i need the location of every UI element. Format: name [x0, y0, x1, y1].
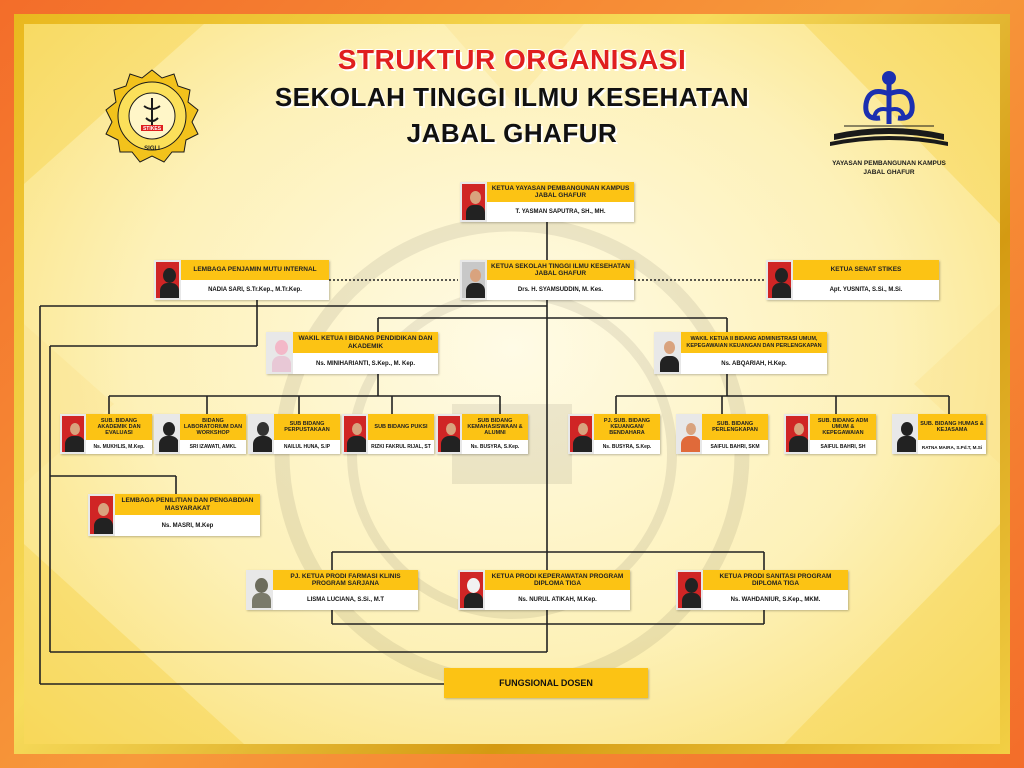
photo-sb2: [154, 414, 180, 454]
name-sb5: Ns. BUSYRA, S.Kep.: [462, 440, 528, 454]
role-sb7: SUB. BIDANG PERLENGKAPAN: [702, 414, 768, 440]
name-lppm: Ns. MASRI, M.Kep: [115, 515, 260, 536]
role-sb1: SUB. BIDANG AKADEMIK DAN EVALUASI: [86, 414, 152, 440]
card-bidang-laboratorium: BIDANG LABORATORIUM DAN WORKSHOP SRI IZA…: [154, 414, 246, 454]
name-sb6: Ns. BUSYRA, S.Kep.: [594, 440, 660, 454]
role-senat: KETUA SENAT STIKES: [793, 260, 939, 280]
photo-wk2: [654, 332, 681, 374]
photo-sb4: [342, 414, 368, 454]
name-sb1: Ns. MUKHLIS, M.Kep.: [86, 440, 152, 454]
title-line-3: JABAL GHAFUR: [406, 118, 618, 148]
photo-sb6: [568, 414, 594, 454]
name-wk1: Ns. MINIHARIANTI, S.Kep., M. Kep.: [293, 353, 438, 374]
photo-p2: [458, 570, 485, 610]
role-sb9: SUB. BIDANG HUMAS & KEJASAMA: [918, 414, 986, 440]
role-ketua: KETUA SEKOLAH TINGGI ILMU KESEHATAN JABA…: [487, 260, 634, 280]
logo-right-line1: YAYASAN PEMBANGUNAN KAMPUS: [832, 160, 946, 167]
title-line-2: SEKOLAH TINGGI ILMU KESEHATAN: [274, 82, 750, 112]
connector-lines: [39, 222, 950, 685]
photo-wk1: [266, 332, 293, 374]
yayasan-logo: YAYASAN PEMBANGUNAN KAMPUS JABAL GHAFUR: [824, 64, 954, 184]
logo-right-line2: JABAL GHAFUR: [863, 169, 915, 176]
card-sub-bidang-puksi: SUB BIDANG PUKSI RIZKI FAKRUL RIJAL, ST: [342, 414, 434, 454]
photo-sb1: [60, 414, 86, 454]
card-sub-bidang-akademik: SUB. BIDANG AKADEMIK DAN EVALUASI Ns. MU…: [60, 414, 152, 454]
photo-sb3: [248, 414, 274, 454]
photo-lpmi: [154, 260, 181, 300]
photo-sb5: [436, 414, 462, 454]
name-yayasan: T. YASMAN SAPUTRA, SH., MH.: [487, 202, 634, 222]
role-sb4: SUB BIDANG PUKSI: [368, 414, 434, 440]
photo-sb7: [676, 414, 702, 454]
name-lpmi: NADIA SARI, S.Tr.Kep., M.Tr.Kep.: [181, 280, 329, 300]
background-triangles: [24, 24, 1000, 744]
card-ketua-stikes: KETUA SEKOLAH TINGGI ILMU KESEHATAN JABA…: [460, 260, 634, 300]
role-sb8: SUB. BIDANG ADM UMUM & KEPEGAWAIAN: [810, 414, 876, 440]
name-sb2: SRI IZAWATI, AMKL: [180, 440, 246, 454]
logo-left-center: STIKES: [142, 126, 162, 132]
photo-ketua: [460, 260, 487, 300]
card-sub-bidang-adm-umum: SUB. BIDANG ADM UMUM & KEPEGAWAIAN SAIFU…: [784, 414, 876, 454]
card-wakil-ketua-1: WAKIL KETUA I BIDANG PENDIDIKAN DAN AKAD…: [266, 332, 438, 374]
card-prodi-keperawatan: KETUA PRODI KEPERAWATAN PROGRAM DIPLOMA …: [458, 570, 630, 610]
role-sb3: SUB BIDANG PERPUSTAKAAN: [274, 414, 340, 440]
card-lppm: LEMBAGA PENILITIAN DAN PENGABDIAN MASYAR…: [88, 494, 260, 536]
card-wakil-ketua-2: WAKIL KETUA II BIDANG ADMINISTRASI UMUM,…: [654, 332, 827, 374]
card-prodi-farmasi: PJ. KETUA PRODI FARMASI KLINIS PROGRAM S…: [246, 570, 418, 610]
fungsional-dosen-box: FUNGSIONAL DOSEN: [444, 668, 648, 698]
name-ketua: Drs. H. SYAMSUDDIN, M. Kes.: [487, 280, 634, 300]
card-senat: KETUA SENAT STIKES Apt. YUSNITA, S.Si., …: [766, 260, 939, 300]
card-sub-bidang-perpustakaan: SUB BIDANG PERPUSTAKAAN NAILUL HUNA, S.I…: [248, 414, 340, 454]
name-sb7: SAIFUL BAHRI, SKM: [702, 440, 768, 454]
card-lpmi: LEMBAGA PENJAMIN MUTU INTERNAL NADIA SAR…: [154, 260, 329, 300]
card-sub-bidang-humas: SUB. BIDANG HUMAS & KEJASAMA RATNA MAIRA…: [892, 414, 986, 454]
stikes-logo: STIKES SIGLI: [104, 68, 200, 164]
photo-senat: [766, 260, 793, 300]
card-prodi-sanitasi: KETUA PRODI SANITASI PROGRAM DIPLOMA TIG…: [676, 570, 848, 610]
role-sb6: PJ. SUB. BIDANG KEUANGAN/ BENDAHARA: [594, 414, 660, 440]
name-senat: Apt. YUSNITA, S.Si., M.Si.: [793, 280, 939, 300]
photo-p3: [676, 570, 703, 610]
card-ketua-yayasan: KETUA YAYASAN PEMBANGUNAN KAMPUS JABAL G…: [460, 182, 634, 222]
logo-left-bottom: SIGLI: [144, 146, 160, 152]
role-wk2: WAKIL KETUA II BIDANG ADMINISTRASI UMUM,…: [681, 332, 827, 353]
role-p3: KETUA PRODI SANITASI PROGRAM DIPLOMA TIG…: [703, 570, 848, 590]
name-p3: Ns. WAHDANIUR, S.Kep., MKM.: [703, 590, 848, 610]
card-sub-bidang-perlengkapan: SUB. BIDANG PERLENGKAPAN SAIFUL BAHRI, S…: [676, 414, 768, 454]
name-sb4: RIZKI FAKRUL RIJAL, ST: [368, 440, 434, 454]
card-sub-bidang-keuangan: PJ. SUB. BIDANG KEUANGAN/ BENDAHARA Ns. …: [568, 414, 660, 454]
photo-sb9: [892, 414, 918, 454]
name-p2: Ns. NURUL ATIKAH, M.Kep.: [485, 590, 630, 610]
org-chart-canvas: STRUKTUR ORGANISASI SEKOLAH TINGGI ILMU …: [24, 24, 1000, 744]
role-sb2: BIDANG LABORATORIUM DAN WORKSHOP: [180, 414, 246, 440]
name-p1: LISMA LUCIANA, S.Si., M.T: [273, 590, 418, 610]
title-line-1: STRUKTUR ORGANISASI: [337, 44, 687, 75]
photo-sb8: [784, 414, 810, 454]
name-wk2: Ns. ABQARIAH, H.Kep.: [681, 353, 827, 374]
photo-lppm: [88, 494, 115, 536]
card-sub-bidang-kemahasiswaan: SUB BIDANG KEMAHASISWAAN & ALUMNI Ns. BU…: [436, 414, 528, 454]
role-wk1: WAKIL KETUA I BIDANG PENDIDIKAN DAN AKAD…: [293, 332, 438, 353]
photo-yayasan: [460, 182, 487, 222]
name-sb9: RATNA MAIRA, S.Pd.T, M.Si: [918, 440, 986, 454]
role-p1: PJ. KETUA PRODI FARMASI KLINIS PROGRAM S…: [273, 570, 418, 590]
role-sb5: SUB BIDANG KEMAHASISWAAN & ALUMNI: [462, 414, 528, 440]
photo-p1: [246, 570, 273, 610]
role-lpmi: LEMBAGA PENJAMIN MUTU INTERNAL: [181, 260, 329, 280]
name-sb3: NAILUL HUNA, S.IP: [274, 440, 340, 454]
role-yayasan: KETUA YAYASAN PEMBANGUNAN KAMPUS JABAL G…: [487, 182, 634, 202]
role-p2: KETUA PRODI KEPERAWATAN PROGRAM DIPLOMA …: [485, 570, 630, 590]
name-sb8: SAIFUL BAHRI, SH: [810, 440, 876, 454]
role-lppm: LEMBAGA PENILITIAN DAN PENGABDIAN MASYAR…: [115, 494, 260, 515]
